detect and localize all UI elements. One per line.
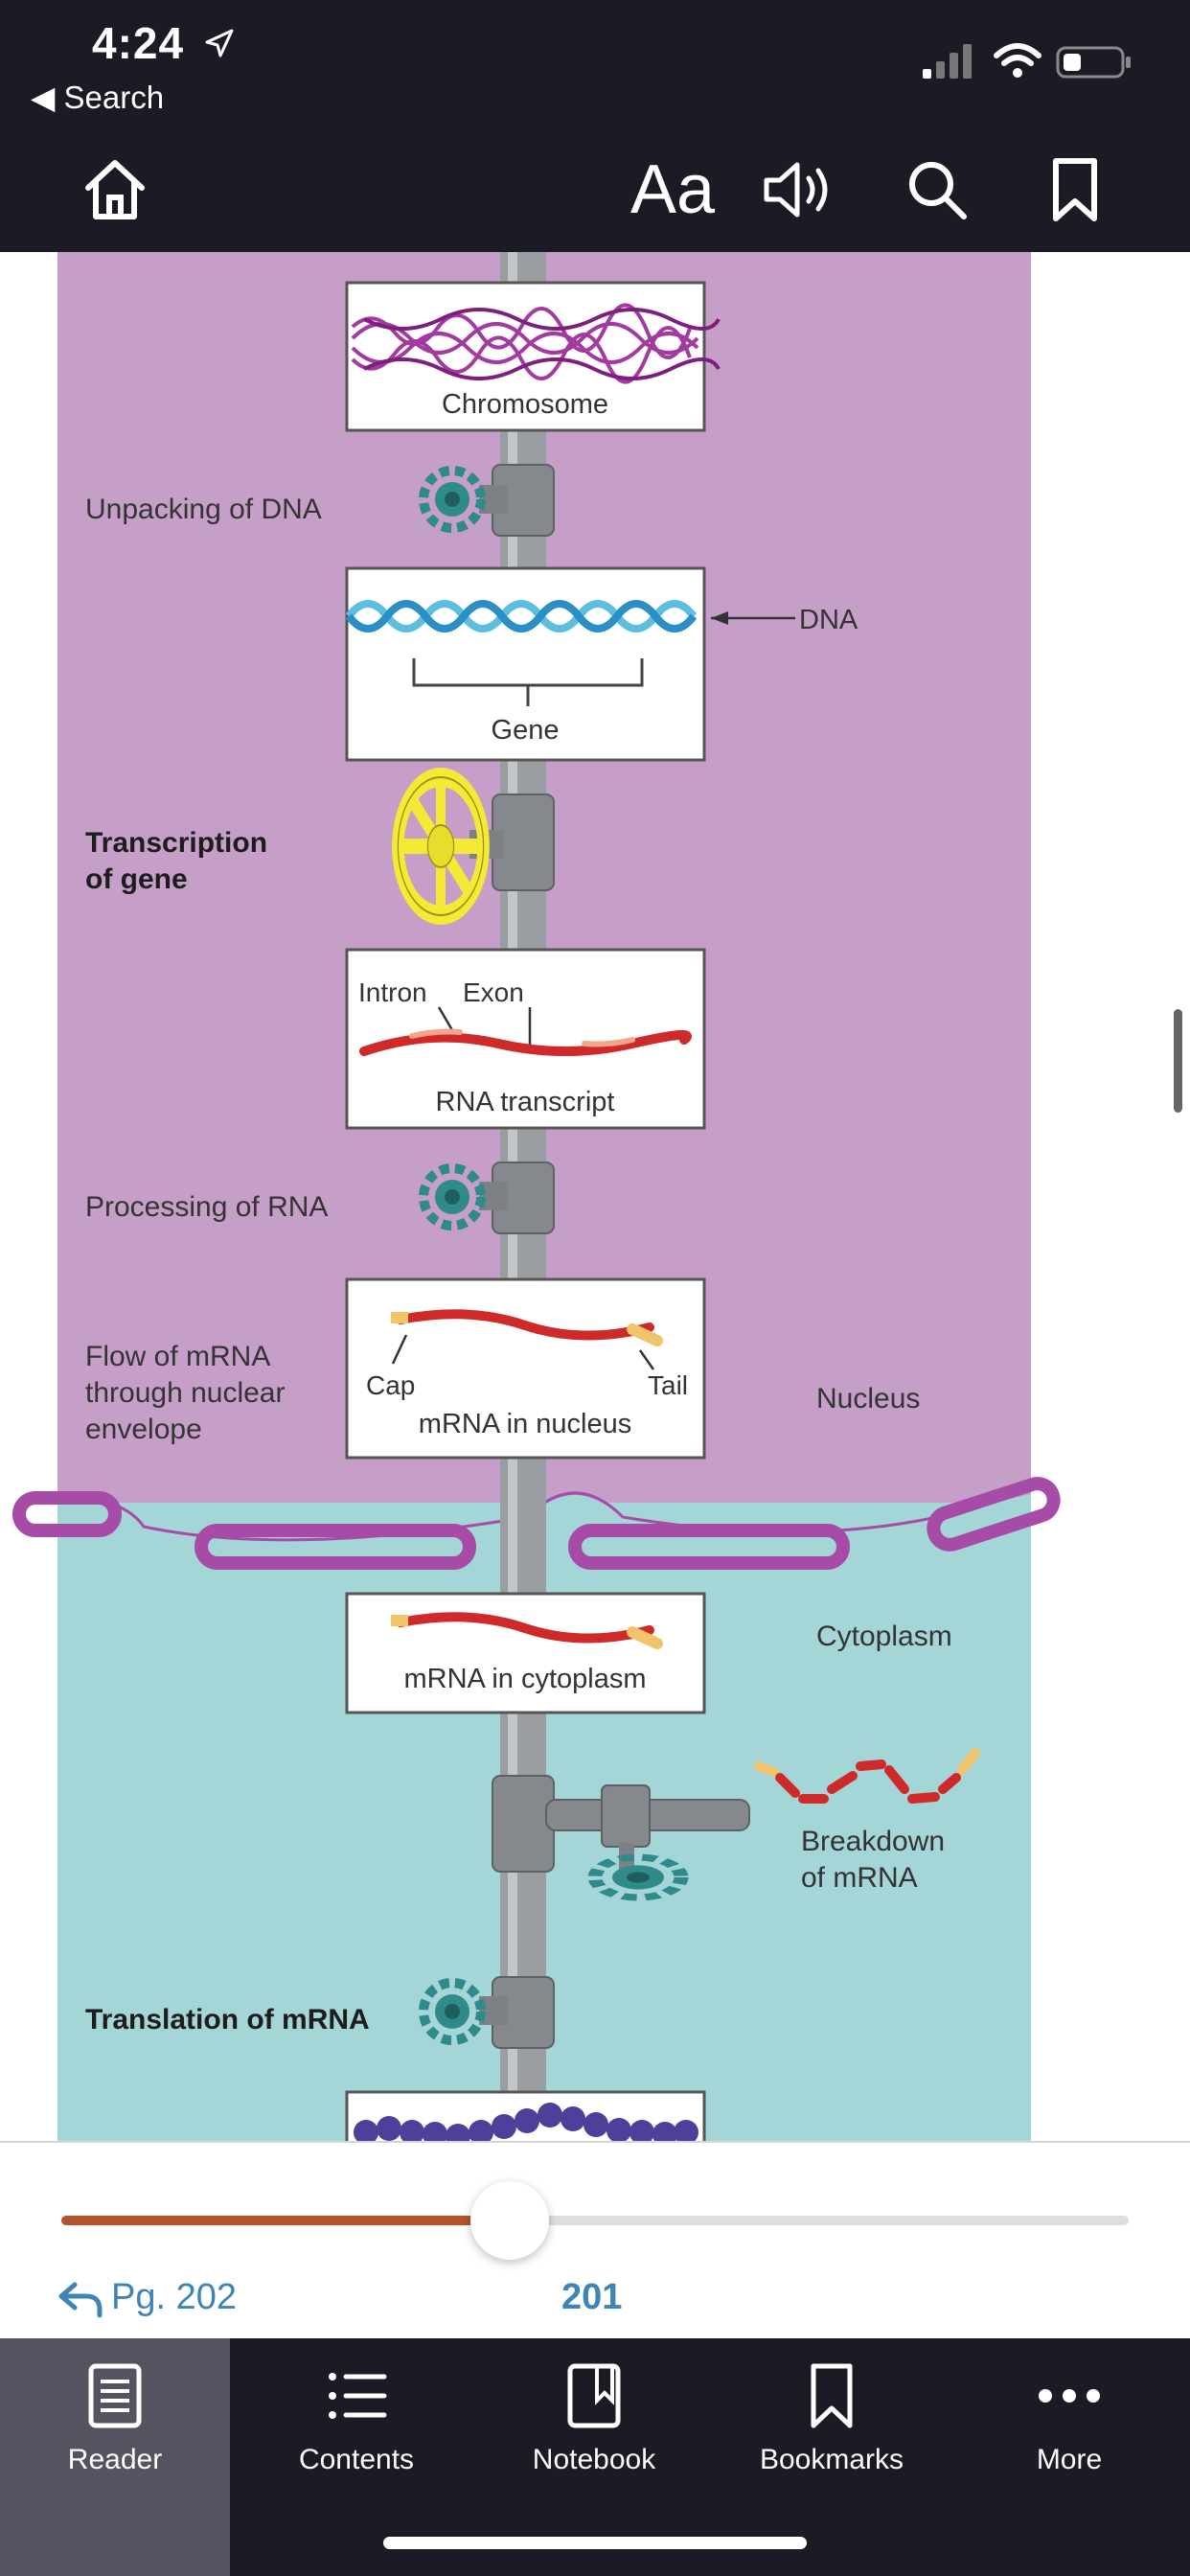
flow-label-line: envelope: [85, 1414, 202, 1445]
valve-breakdown-icon: [587, 1853, 689, 1901]
processing-label: Processing of RNA: [85, 1191, 329, 1223]
return-to-page-link[interactable]: Pg. 202: [57, 2277, 237, 2318]
transcription-label-line: Transcription: [85, 827, 268, 859]
bookmark-icon: [811, 2363, 853, 2428]
cap-label: Cap: [366, 1370, 415, 1400]
mrna-cytoplasm-label: mRNA in cytoplasm: [403, 1664, 646, 1694]
mrna-nucleus-box: [345, 1277, 706, 1460]
audio-button[interactable]: [753, 144, 845, 236]
top-bar: 4:24 ◀ Search Aa: [0, 0, 1190, 252]
exon-label: Exon: [463, 978, 524, 1007]
current-page-number: 201: [561, 2277, 623, 2317]
unpacking-label: Unpacking of DNA: [85, 494, 322, 525]
valve-unpacking-icon: [419, 466, 486, 533]
pipe-fittings: [492, 464, 750, 2049]
flow-label-line: Flow of mRNA: [85, 1341, 271, 1372]
tail-label: Tail: [648, 1370, 688, 1400]
home-indicator: [383, 2537, 807, 2549]
tab-bookmarks-label: Bookmarks: [759, 2444, 904, 2475]
notebook-icon: [567, 2363, 621, 2428]
search-button[interactable]: [891, 144, 983, 236]
envelope-segment: [195, 1524, 476, 1570]
wifi-icon: [993, 43, 1041, 78]
dna-label: DNA: [799, 605, 858, 635]
search-icon: [909, 162, 967, 219]
transcription-label: Transcription of gene: [85, 825, 267, 898]
transcription-label-line: of gene: [85, 863, 188, 895]
bookmark-button[interactable]: [1029, 144, 1121, 236]
envelope-segment: [12, 1491, 122, 1537]
dna-helix-icon: [345, 600, 698, 632]
gene-label: Gene: [492, 715, 560, 746]
font-settings-button[interactable]: Aa: [629, 151, 716, 228]
tab-notebook-label: Notebook: [532, 2444, 656, 2475]
tab-contents-label: Contents: [298, 2444, 415, 2475]
tab-notebook[interactable]: Notebook: [479, 2338, 709, 2576]
flow-label: Flow of mRNA through nuclear envelope: [85, 1339, 285, 1448]
status-icons: [921, 42, 1133, 80]
mrna-cytoplasm-strand: [396, 1612, 654, 1644]
protein-chain-icon: [354, 2103, 698, 2142]
mrna-nucleus-label: mRNA in nucleus: [419, 1409, 631, 1439]
home-button[interactable]: [69, 144, 161, 236]
return-page-label: Pg. 202: [111, 2277, 237, 2317]
envelope-segment: [927, 1477, 1061, 1552]
page-scrollbar[interactable]: [1174, 1009, 1182, 1113]
tab-reader[interactable]: Reader: [0, 2338, 230, 2576]
intron-label: Intron: [358, 978, 427, 1007]
reader-icon: [88, 2363, 142, 2428]
broken-mrna-icon: [754, 1748, 980, 1804]
mrna-nucleus-strand: [396, 1309, 654, 1341]
chromosome-fiber-icon: [351, 303, 721, 384]
home-icon: [85, 160, 145, 219]
valve-translation-icon: [419, 1978, 486, 2045]
divider: [0, 2141, 1190, 2143]
tab-contents[interactable]: Contents: [241, 2338, 471, 2576]
bookmark-icon: [1053, 158, 1097, 221]
envelope-segment: [568, 1524, 850, 1570]
valve-processing-icon: [419, 1163, 486, 1230]
breakdown-label: Breakdown of mRNA: [801, 1824, 945, 1897]
chromosome-label: Chromosome: [442, 389, 608, 420]
tab-reader-label: Reader: [67, 2444, 163, 2475]
valve-transcription-icon: [392, 768, 490, 925]
cytoplasm-label: Cytoplasm: [816, 1621, 952, 1652]
nucleus-label: Nucleus: [816, 1383, 921, 1414]
contents-list-icon: [329, 2373, 387, 2419]
signal-icon: [923, 44, 973, 79]
gene-expression-diagram: Chromosome Gene DNA Intron Exon RNA tran…: [12, 252, 1061, 2142]
more-dots-icon: [1039, 2389, 1100, 2403]
location-arrow-icon: [205, 29, 234, 58]
breakdown-label-line: of mRNA: [801, 1862, 918, 1894]
battery-icon: [1056, 46, 1131, 79]
rna-transcript-label: RNA transcript: [436, 1087, 615, 1117]
tab-more[interactable]: More: [954, 2338, 1184, 2576]
translation-label: Translation of mRNA: [85, 2004, 370, 2036]
page-slider-knob[interactable]: [469, 2181, 549, 2260]
bottom-tab-bar: Reader Contents Notebook Bookmarks More: [0, 2338, 1190, 2576]
back-to-search[interactable]: ◀ Search: [31, 80, 165, 115]
page-slider-fill: [61, 2216, 510, 2225]
gene-bracket: [412, 658, 644, 706]
page-slider-track[interactable]: [61, 2216, 1129, 2225]
speaker-icon: [764, 162, 828, 218]
book-page[interactable]: Chromosome Gene DNA Intron Exon RNA tran…: [0, 252, 1190, 2142]
tab-more-label: More: [1036, 2444, 1103, 2475]
mrna-cytoplasm-box: [345, 1592, 706, 1714]
status-time: 4:24: [92, 18, 185, 68]
breakdown-label-line: Breakdown: [801, 1826, 946, 1857]
rna-transcript-strand: [359, 1029, 692, 1056]
return-arrow-icon: [58, 2282, 103, 2317]
tab-bookmarks[interactable]: Bookmarks: [717, 2338, 947, 2576]
flow-label-line: through nuclear: [85, 1377, 286, 1409]
